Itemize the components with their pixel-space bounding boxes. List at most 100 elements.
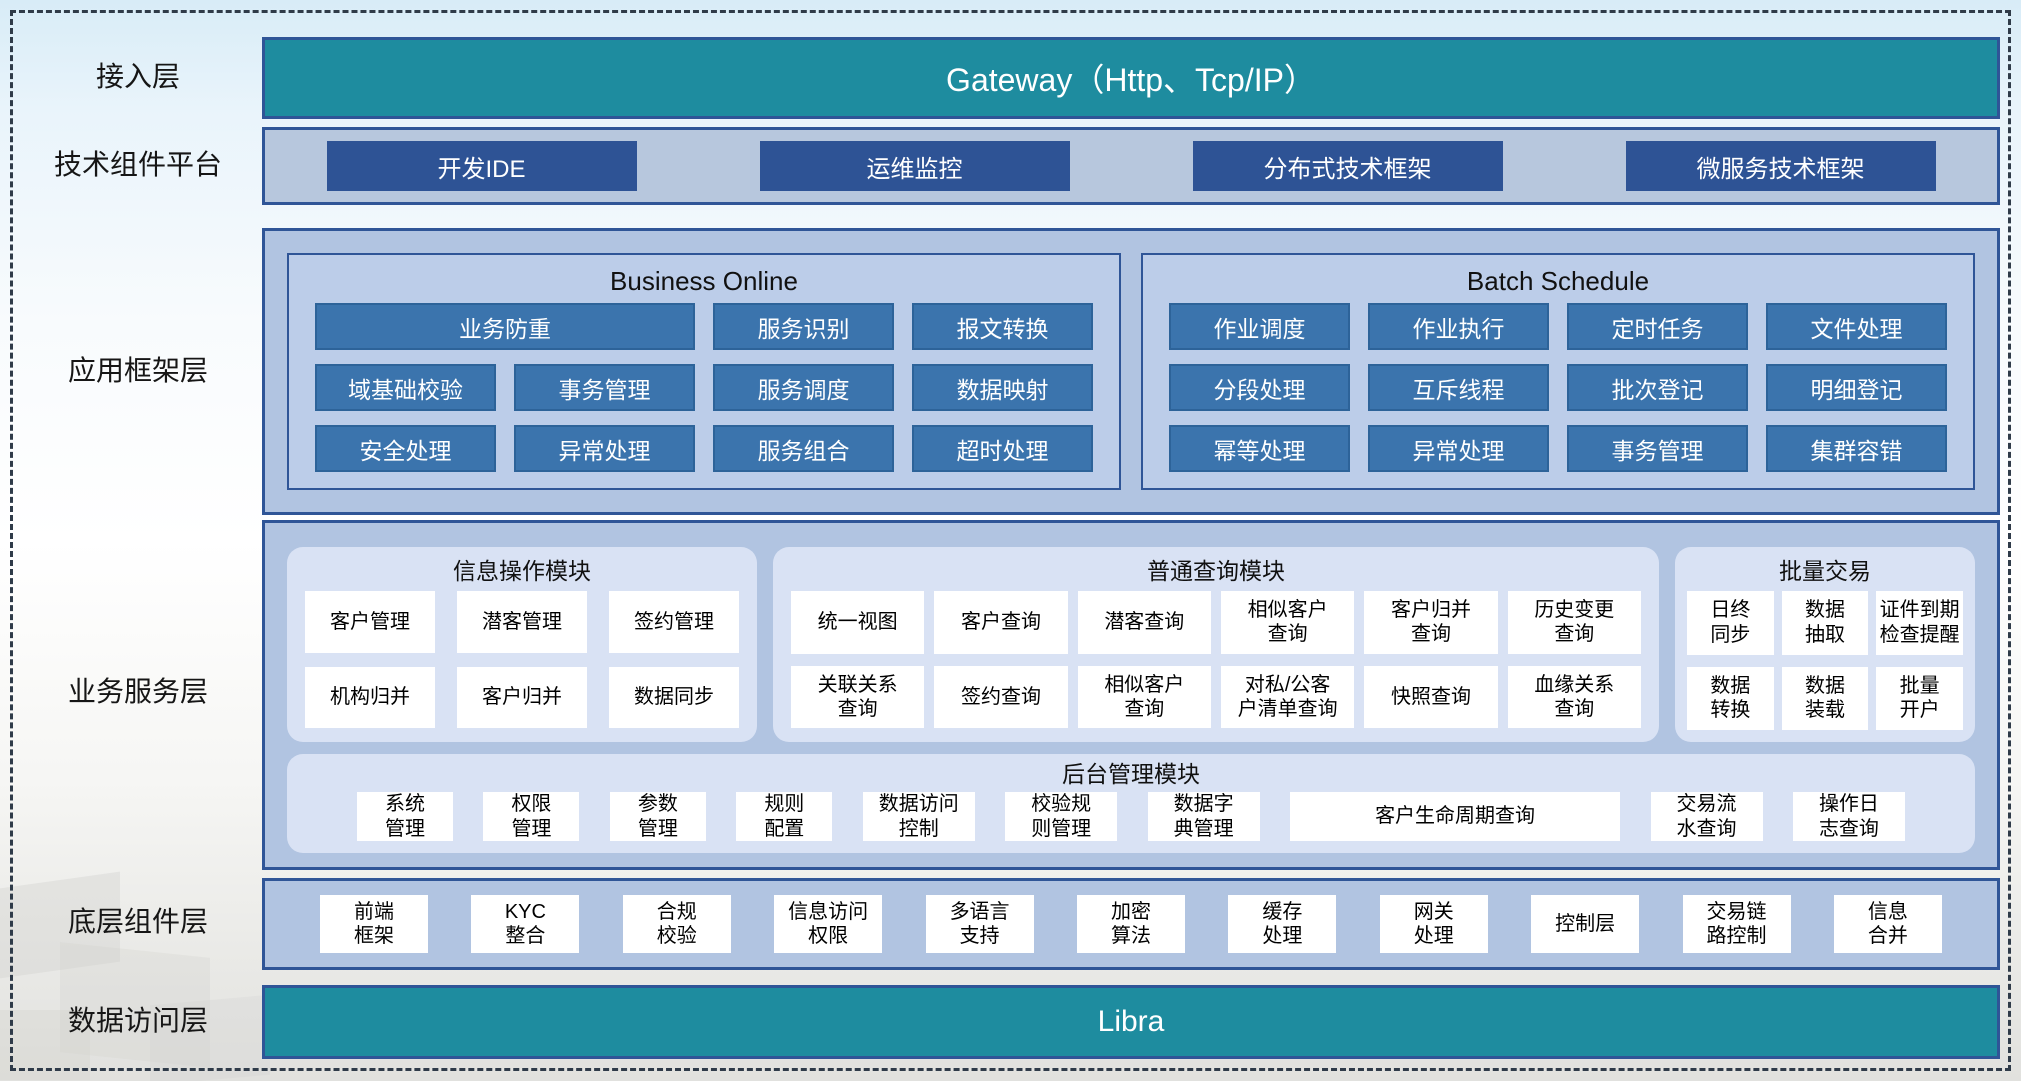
gateway-bar: Gateway（Http、Tcp/IP） xyxy=(262,37,2000,119)
app-framework-layer: Business Online 业务防重 服务识别 报文转换 域基础校验 事务管… xyxy=(262,228,2000,515)
business-online-item: 安全处理 xyxy=(315,425,496,472)
info-ops-item: 机构归并 xyxy=(305,666,435,729)
admin-item: 客户生命周期查询 xyxy=(1290,792,1621,841)
batch-schedule-grid: 作业调度 作业执行 定时任务 文件处理 分段处理 互斥线程 批次登记 明细登记 … xyxy=(1169,303,1947,472)
base-component-item: 多语言 支持 xyxy=(925,895,1034,953)
batch-schedule-item: 文件处理 xyxy=(1766,303,1947,350)
batch-trade-grid: 日终 同步 数据 抽取 证件到期 检查提醒 数据 转换 数据 装载 批量 开户 xyxy=(1687,591,1963,731)
business-online-item: 服务识别 xyxy=(713,303,894,350)
tech-item-dev-ide: 开发IDE xyxy=(326,141,637,191)
query-module-panel: 普通查询模块 统一视图 客户查询 潜客查询 相似客户 查询 客户归并 查询 历史… xyxy=(773,547,1659,743)
query-grid: 统一视图 客户查询 潜客查询 相似客户 查询 客户归并 查询 历史变更 查询 关… xyxy=(791,591,1641,729)
base-component-item: 合规 校验 xyxy=(622,895,731,953)
base-component-item: 加密 算法 xyxy=(1076,895,1185,953)
base-component-item: 信息访问 权限 xyxy=(774,895,883,953)
base-component-item: 网关 处理 xyxy=(1379,895,1488,953)
business-online-item: 超时处理 xyxy=(912,425,1093,472)
admin-item: 数据字 典管理 xyxy=(1147,792,1260,841)
base-component-item: 信息 合并 xyxy=(1833,895,1942,953)
info-ops-item: 客户管理 xyxy=(305,591,435,653)
business-online-item: 域基础校验 xyxy=(315,364,496,411)
layer-label-business-service: 业务服务层 xyxy=(67,676,208,707)
batch-schedule-item: 明细登记 xyxy=(1766,364,1947,411)
business-online-item: 数据映射 xyxy=(912,364,1093,411)
business-online-item: 报文转换 xyxy=(912,303,1093,350)
admin-item: 操作日 志查询 xyxy=(1792,792,1905,841)
business-online-item: 业务防重 xyxy=(315,303,695,350)
query-item: 潜客查询 xyxy=(1077,591,1211,654)
batch-trade-item: 证件到期 检查提醒 xyxy=(1876,591,1963,655)
tech-item-ops-monitoring: 运维监控 xyxy=(759,141,1070,191)
query-item: 关联关系 查询 xyxy=(791,665,925,729)
base-component-item: KYC 整合 xyxy=(471,895,580,953)
batch-schedule-item: 集群容错 xyxy=(1766,425,1947,472)
business-online-item: 服务调度 xyxy=(713,364,894,411)
query-item: 客户查询 xyxy=(934,591,1068,654)
query-item: 统一视图 xyxy=(791,591,925,654)
query-item: 历史变更 查询 xyxy=(1507,591,1641,654)
base-component-item: 前端 框架 xyxy=(320,895,428,953)
batch-trade-item: 批量 开户 xyxy=(1876,666,1963,731)
query-item: 相似客户 查询 xyxy=(1077,665,1211,729)
batch-schedule-item: 互斥线程 xyxy=(1368,364,1549,411)
base-components-layer: 前端 框架 KYC 整合 合规 校验 信息访问 权限 多语言 支持 加密 算法 … xyxy=(262,878,2000,970)
business-online-item: 异常处理 xyxy=(514,425,695,472)
batch-schedule-item: 定时任务 xyxy=(1567,303,1748,350)
info-ops-grid: 客户管理 潜客管理 签约管理 机构归并 客户归并 数据同步 xyxy=(305,591,739,729)
admin-item: 权限 管理 xyxy=(483,792,580,841)
batch-trade-title: 批量交易 xyxy=(1779,558,1871,584)
batch-schedule-item: 作业调度 xyxy=(1169,303,1350,350)
batch-trade-item: 数据 转换 xyxy=(1687,666,1774,731)
info-ops-item: 签约管理 xyxy=(609,591,739,653)
query-item: 签约查询 xyxy=(934,665,1068,729)
business-online-grid: 业务防重 服务识别 报文转换 域基础校验 事务管理 服务调度 数据映射 安全处理… xyxy=(315,303,1093,472)
batch-trade-item: 数据 抽取 xyxy=(1781,591,1869,655)
batch-schedule-title: Batch Schedule xyxy=(1466,266,1650,296)
query-item: 血缘关系 查询 xyxy=(1507,665,1641,729)
admin-item: 交易流 水查询 xyxy=(1650,792,1763,841)
batch-schedule-item: 批次登记 xyxy=(1567,364,1748,411)
admin-item: 系统 管理 xyxy=(357,792,453,841)
layer-label-base-components: 底层组件层 xyxy=(67,906,208,937)
query-item: 快照查询 xyxy=(1364,665,1498,729)
batch-schedule-item: 幂等处理 xyxy=(1169,425,1350,472)
batch-schedule-panel: Batch Schedule 作业调度 作业执行 定时任务 文件处理 分段处理 … xyxy=(1141,253,1975,490)
business-online-title: Business Online xyxy=(610,266,798,296)
batch-schedule-item: 分段处理 xyxy=(1169,364,1350,411)
admin-module-title: 后台管理模块 xyxy=(1062,761,1200,788)
business-service-layer: 信息操作模块 客户管理 潜客管理 签约管理 机构归并 客户归并 数据同步 普通查… xyxy=(262,520,2000,870)
admin-item: 数据访问 控制 xyxy=(862,792,975,841)
layer-label-tech-platform: 技术组件平台 xyxy=(53,149,222,180)
business-online-item: 事务管理 xyxy=(514,364,695,411)
base-component-item: 控制层 xyxy=(1531,895,1640,953)
layer-label-access: 接入层 xyxy=(95,61,180,92)
admin-item: 规则 配置 xyxy=(736,792,833,841)
admin-module-row: 系统 管理 权限 管理 参数 管理 规则 配置 数据访问 控制 校验规 则管理 … xyxy=(357,792,1905,841)
info-ops-item: 数据同步 xyxy=(609,666,739,729)
base-component-item: 交易链 路控制 xyxy=(1682,895,1791,953)
batch-schedule-item: 异常处理 xyxy=(1368,425,1549,472)
query-item: 相似客户 查询 xyxy=(1220,591,1355,654)
batch-trade-item: 数据 装载 xyxy=(1781,666,1869,731)
info-ops-module-title: 信息操作模块 xyxy=(453,558,591,584)
layer-label-data-access: 数据访问层 xyxy=(67,1005,208,1036)
business-online-panel: Business Online 业务防重 服务识别 报文转换 域基础校验 事务管… xyxy=(287,253,1121,490)
admin-item: 参数 管理 xyxy=(609,792,706,841)
business-online-item: 服务组合 xyxy=(713,425,894,472)
batch-trade-item: 日终 同步 xyxy=(1687,591,1774,655)
layer-label-app-framework: 应用框架层 xyxy=(67,355,208,386)
query-item: 对私/公客 户清单查询 xyxy=(1220,665,1355,729)
query-item: 客户归并 查询 xyxy=(1364,591,1498,654)
tech-item-microservice-framework: 微服务技术框架 xyxy=(1625,141,1936,191)
admin-item: 校验规 则管理 xyxy=(1005,792,1118,841)
query-module-title: 普通查询模块 xyxy=(1147,558,1285,584)
tech-item-distributed-framework: 分布式技术框架 xyxy=(1192,141,1503,191)
admin-module-panel: 后台管理模块 系统 管理 权限 管理 参数 管理 规则 配置 数据访问 控制 校… xyxy=(287,754,1975,853)
business-service-top-row: 信息操作模块 客户管理 潜客管理 签约管理 机构归并 客户归并 数据同步 普通查… xyxy=(287,547,1975,743)
tech-platform-row: 开发IDE 运维监控 分布式技术框架 微服务技术框架 xyxy=(262,127,2000,205)
libra-bar: Libra xyxy=(262,985,2000,1059)
batch-schedule-item: 作业执行 xyxy=(1368,303,1549,350)
base-components-row: 前端 框架 KYC 整合 合规 校验 信息访问 权限 多语言 支持 加密 算法 … xyxy=(320,895,1942,953)
base-component-item: 缓存 处理 xyxy=(1228,895,1337,953)
